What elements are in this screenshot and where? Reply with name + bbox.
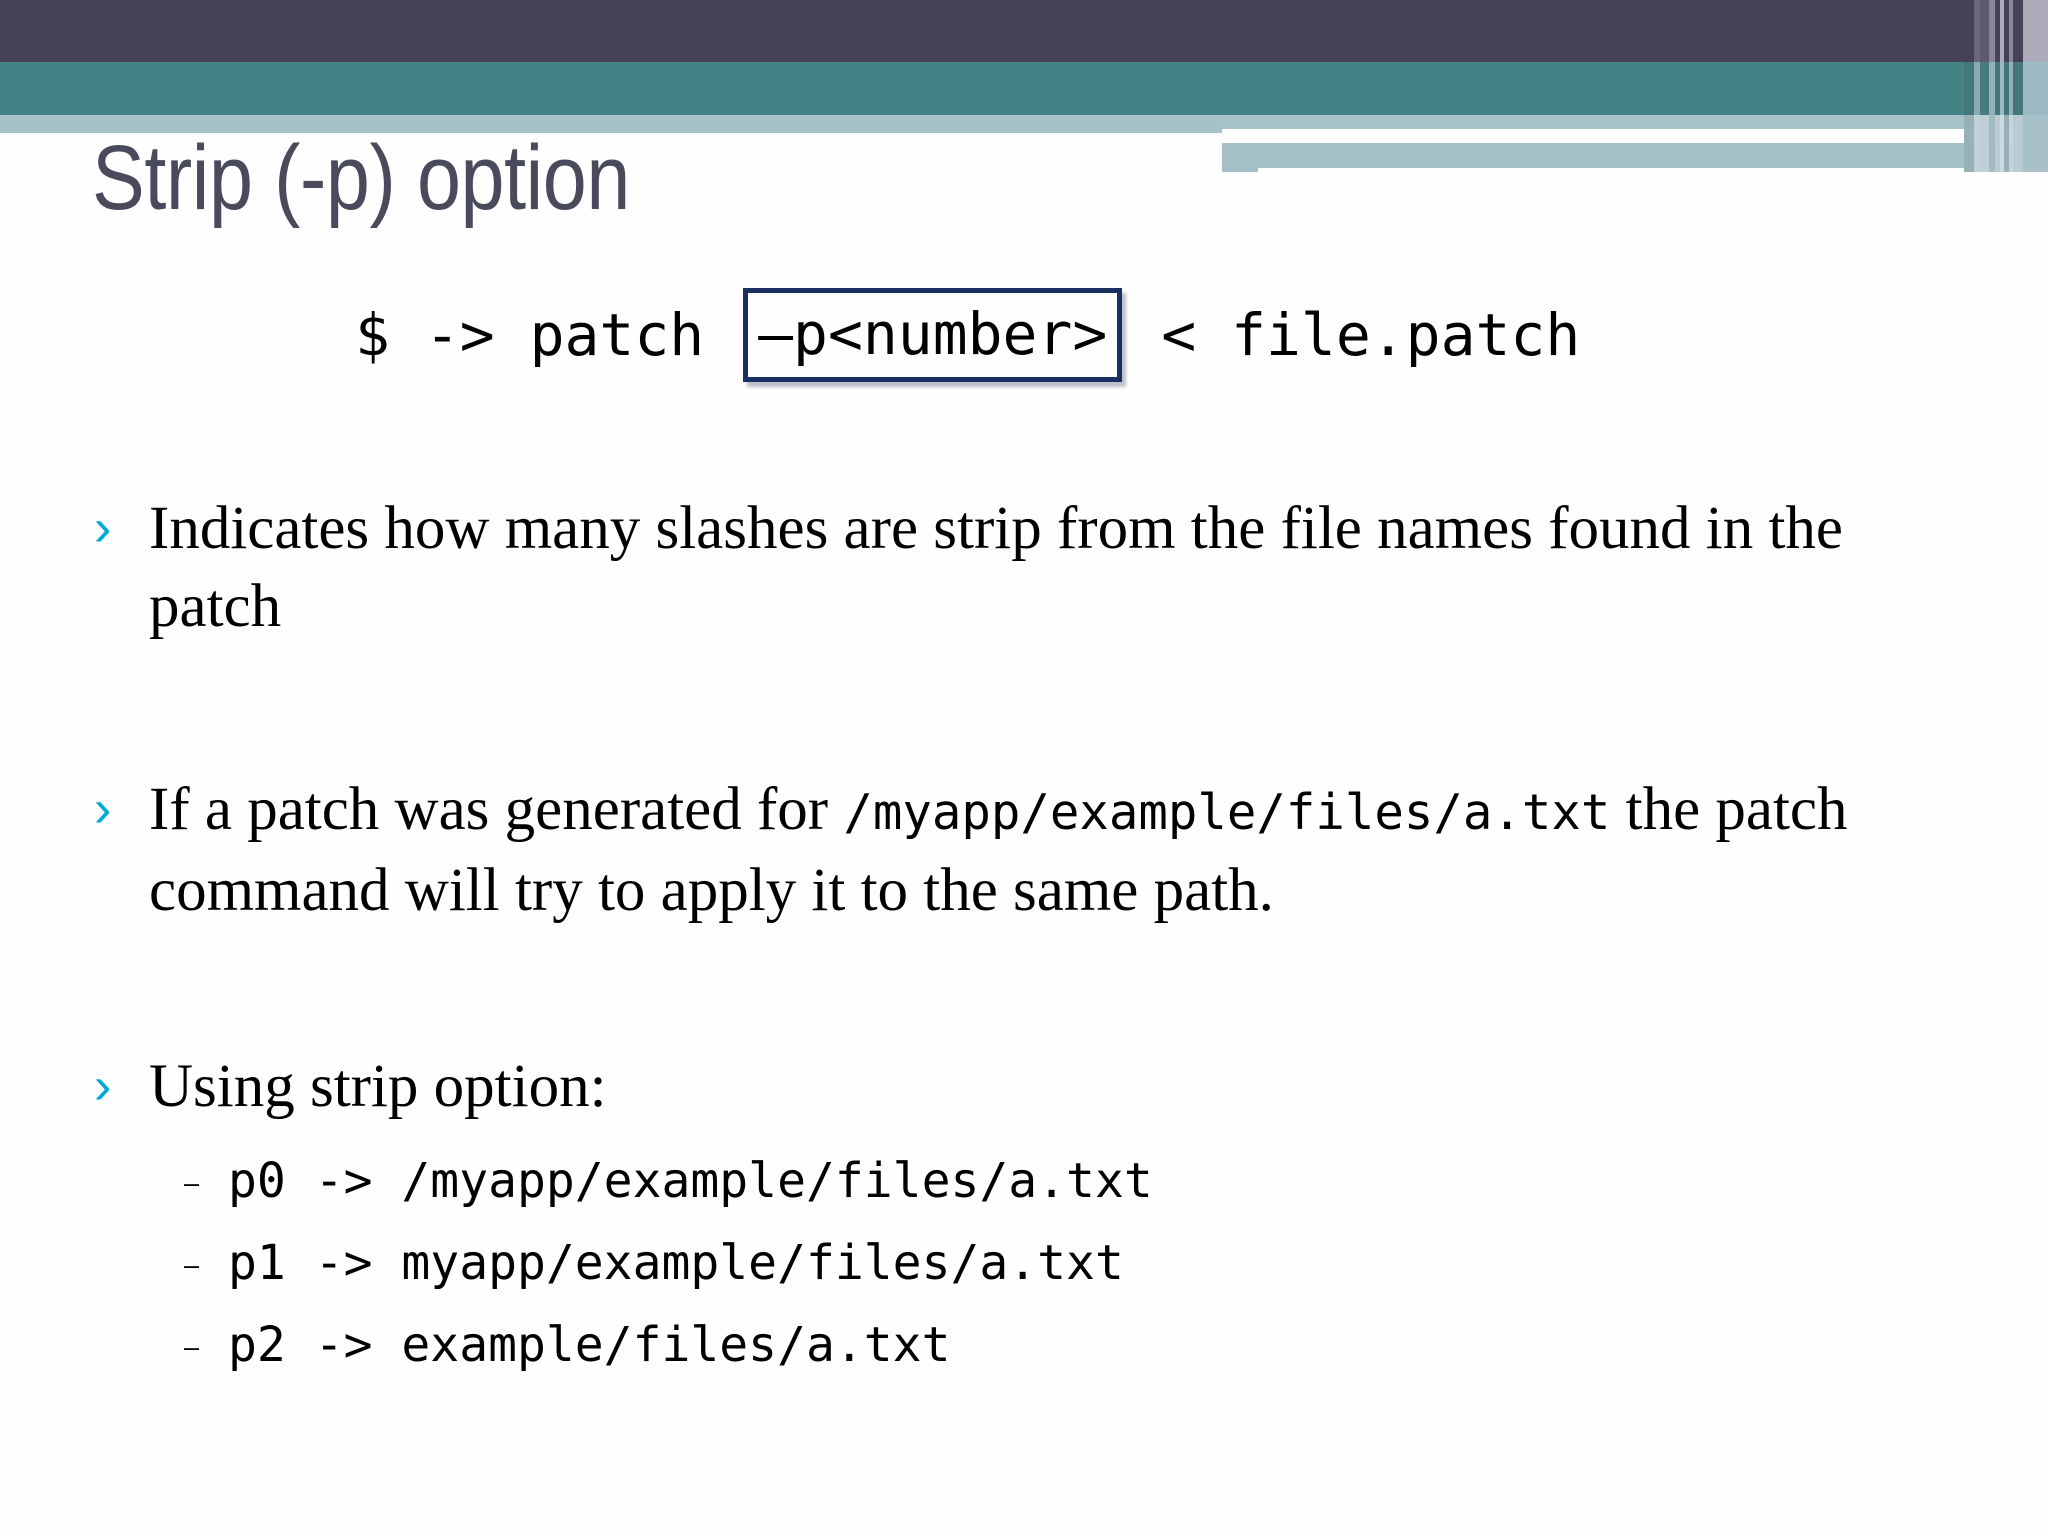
header-stripe-overlay: [2009, 115, 2013, 172]
header-accent-bar-1: [1222, 115, 2048, 129]
header-stripe-overlay: [2000, 115, 2004, 172]
command-suffix: < file.patch: [1126, 301, 1581, 369]
bullet-spacer: [92, 930, 1972, 1048]
bullet-spacer: [92, 646, 1972, 771]
header-stripe-overlay: [2023, 115, 2048, 172]
sub-bullet-item: –p0 -> /myapp/example/files/a.txt: [184, 1140, 1972, 1222]
bullet-text-segment: If a patch was generated for: [149, 776, 844, 843]
header-stripe-overlay: [2023, 62, 2048, 115]
bullet-text-segment: the patch command will try to apply it t…: [149, 776, 1848, 924]
bullet-item: › Using strip option:: [92, 1048, 1972, 1126]
inline-code: /myapp/example/files/a.txt: [843, 784, 1611, 841]
header-stripe-overlay: [2009, 62, 2013, 115]
bullet-text: Using strip option:: [149, 1053, 607, 1120]
dash-icon: –: [184, 1332, 200, 1362]
header-stripe-overlay: [2004, 115, 2009, 172]
dash-icon: –: [184, 1168, 200, 1198]
header-stripe-overlay: [1964, 62, 1974, 115]
header-stripe-overlay: [2013, 62, 2023, 115]
header-stripe-overlay: [2000, 62, 2004, 115]
sub-bullet-text: p1 -> myapp/example/files/a.txt: [228, 1235, 1124, 1291]
header-stripe-overlay: [1980, 62, 1989, 115]
header-stripe-overlay: [1974, 115, 1980, 172]
header-stripe-overlay: [1995, 115, 2000, 172]
header-stripe-overlay: [1989, 115, 1995, 172]
header-stripe-overlay: [1974, 62, 1980, 115]
header-band-dark: [0, 0, 2048, 62]
header-accent-bar-2: [1222, 143, 2048, 172]
header-accent-gap-2: [1222, 137, 2048, 142]
bullet-item: › If a patch was generated for /myapp/exa…: [92, 771, 1972, 930]
header-band-lightblue: [0, 115, 1222, 133]
command-line: $ -> patch –p<number> < file.patch: [355, 288, 1580, 382]
boxed-argument: –p<number>: [743, 288, 1123, 382]
header-stripe-overlay: [1964, 115, 1974, 172]
command-prompt: $ -> patch: [355, 301, 740, 369]
bullet-text-segment: Indicates how many slashes are strip fro…: [149, 495, 1843, 640]
sub-bullet-text: p2 -> example/files/a.txt: [228, 1317, 951, 1373]
sub-bullet-item: –p2 -> example/files/a.txt: [184, 1304, 1972, 1386]
sub-bullet-list: –p0 -> /myapp/example/files/a.txt–p1 -> …: [92, 1140, 1972, 1386]
sub-bullet-item: –p1 -> myapp/example/files/a.txt: [184, 1222, 1972, 1304]
slide-title: Strip (-p) option: [92, 127, 630, 229]
bullet-text: If a patch was generated for /myapp/exam…: [149, 776, 1848, 924]
header-stripe-overlay: [2013, 115, 2023, 172]
bullet-list: › Indicates how many slashes are strip fr…: [92, 490, 1972, 1386]
header-accent-gap-3: [1258, 168, 2048, 178]
header-stripe-overlay: [1980, 115, 1989, 172]
header-stripe-overlay: [1989, 62, 1995, 115]
header-band-teal: [0, 62, 2048, 115]
dash-icon: –: [184, 1250, 200, 1280]
bullet-text-segment: Using strip option:: [149, 1053, 607, 1120]
bullet-text: Indicates how many slashes are strip fro…: [149, 495, 1843, 640]
bullet-item: › Indicates how many slashes are strip fr…: [92, 490, 1972, 646]
chevron-right-icon: ›: [94, 499, 112, 557]
header-stripe-overlay: [2004, 62, 2009, 115]
chevron-right-icon: ›: [94, 780, 112, 838]
header-stripe-overlay: [1995, 62, 2000, 115]
header-accent-gap-1: [1222, 130, 2048, 134]
chevron-right-icon: ›: [94, 1057, 112, 1115]
sub-bullet-text: p0 -> /myapp/example/files/a.txt: [228, 1153, 1153, 1209]
